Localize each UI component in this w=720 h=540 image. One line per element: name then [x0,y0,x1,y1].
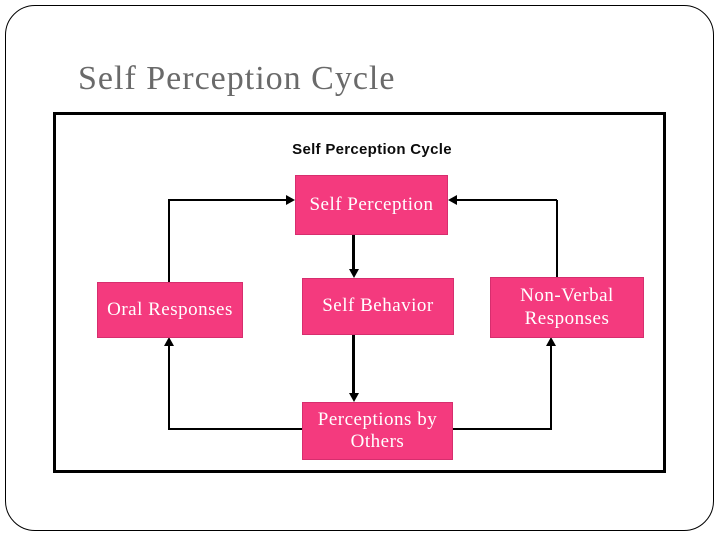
arrowhead-into-selfperception-right-icon [448,195,457,205]
connector-others-to-nonverbal-horizontal [452,428,552,430]
connector-oral-to-selfperception-vertical [168,200,170,282]
connector-others-to-oral-horizontal [168,428,302,430]
slide-title: Self Perception Cycle [78,60,396,97]
diagram-title: Self Perception Cycle [292,141,452,158]
node-perceptions-by-others: Perceptions by Others [302,402,453,460]
node-perceptions-by-others-label: Perceptions by Others [317,408,438,452]
connector-others-to-nonverbal-vertical [550,345,552,430]
arrowhead-into-selfbehavior-icon [349,269,359,278]
node-self-perception-label: Self Perception [309,193,434,215]
connector-others-to-oral-vertical [168,345,170,430]
connector-selfperception-to-selfbehavior [352,235,355,271]
node-non-verbal-responses-label: Non-Verbal Responses [520,285,614,329]
arrowhead-into-nonverbal-icon [546,337,556,346]
arrowhead-into-oral-icon [164,337,174,346]
node-self-behavior-label: Self Behavior [322,295,434,317]
node-non-verbal-responses: Non-Verbal Responses [490,277,644,338]
connector-oral-to-selfperception-horizontal [168,199,287,201]
node-self-behavior: Self Behavior [302,278,454,335]
node-oral-responses: Oral Responses [97,282,243,338]
arrowhead-into-selfperception-left-icon [286,195,295,205]
connector-selfbehavior-to-others [352,335,355,395]
node-self-perception: Self Perception [295,175,448,235]
connector-nonverbal-to-selfperception-vertical [556,200,558,277]
node-oral-responses-label: Oral Responses [107,298,233,320]
connector-nonverbal-to-selfperception-horizontal [456,199,557,201]
arrowhead-into-others-icon [349,393,359,402]
